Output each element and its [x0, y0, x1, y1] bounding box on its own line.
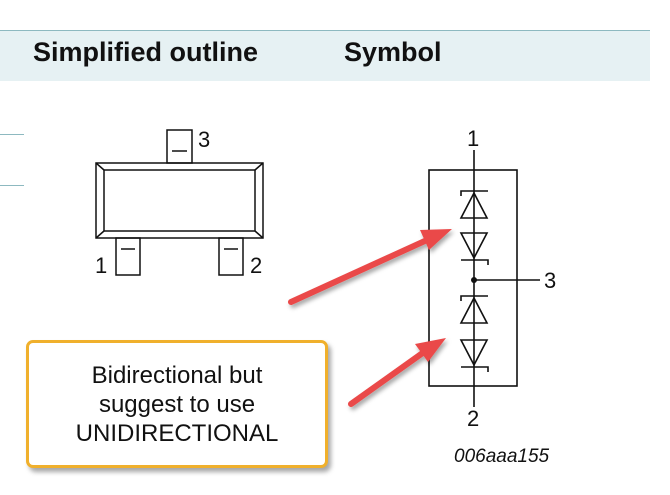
header-band — [0, 30, 650, 81]
symbol-title: Symbol — [344, 37, 442, 67]
arrow-upper — [288, 229, 452, 305]
figure-code: 006aaa155 — [454, 446, 550, 467]
arrow-lower — [348, 338, 446, 407]
outline-pin-label-3: 3 — [198, 127, 210, 152]
symbol-pin-label-2: 2 — [467, 406, 479, 431]
outline-title: Simplified outline — [33, 37, 259, 67]
side-rule — [0, 185, 24, 186]
tvs-diode-lower — [459, 295, 489, 372]
package-pin-3 — [166, 129, 193, 164]
callout-line-3: UNIDIRECTIONAL — [75, 419, 279, 447]
callout-line-2: suggest to use — [98, 390, 256, 418]
symbol-pin-label-1: 1 — [467, 126, 479, 151]
symbol-frame — [428, 169, 518, 387]
package-pin-1 — [115, 237, 141, 276]
tvs-diode-upper — [459, 190, 489, 265]
package-body-outer — [95, 162, 264, 239]
side-rule — [0, 134, 24, 135]
package-outline — [95, 162, 264, 239]
callout-note: Bidirectional but suggest to use UNIDIRE… — [26, 340, 328, 468]
outline-pin-label-1: 1 — [95, 253, 107, 278]
symbol-drawing — [428, 150, 540, 407]
package-pin-2 — [218, 237, 244, 276]
junction-dot — [471, 277, 477, 283]
callout-line-1: Bidirectional but — [91, 361, 263, 389]
package-body-inner — [103, 169, 256, 232]
symbol-pin-label-3: 3 — [544, 268, 556, 293]
outline-pin-label-2: 2 — [250, 253, 262, 278]
